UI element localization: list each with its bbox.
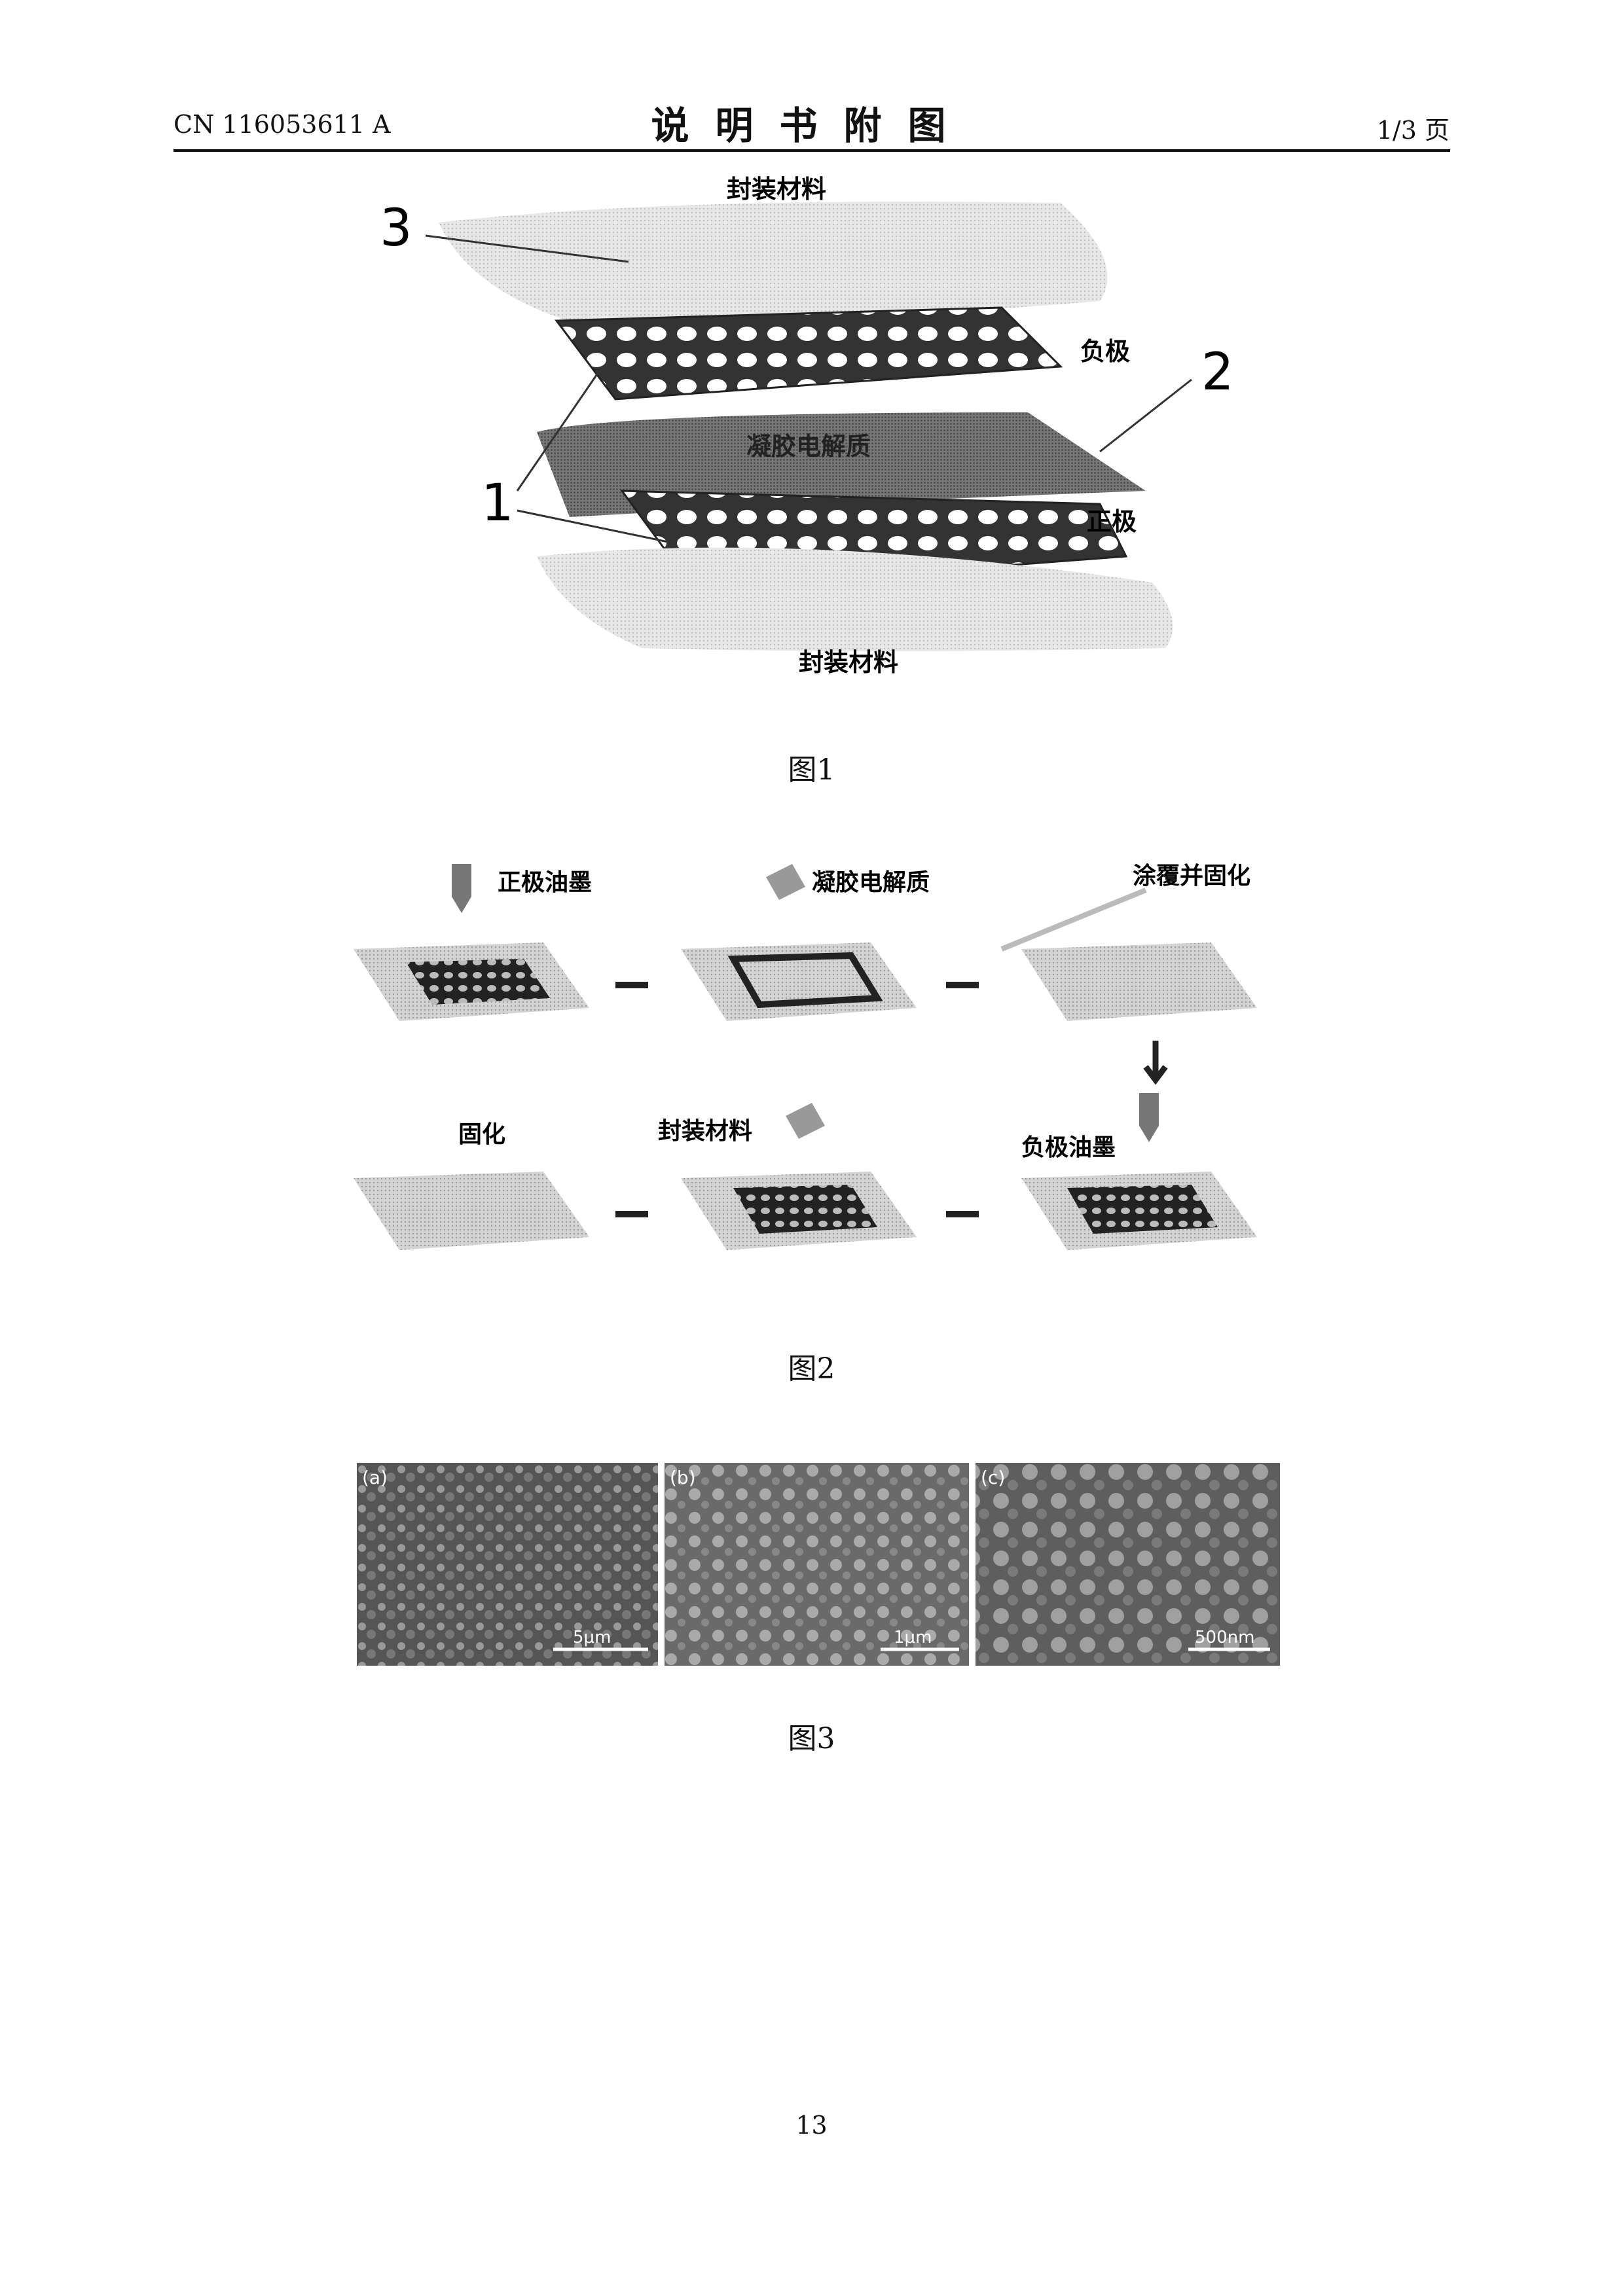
scale-label-a: 5μm — [573, 1628, 611, 1647]
arrow-down-icon — [1143, 1041, 1168, 1085]
panel-tag-a: (a) — [362, 1467, 388, 1488]
syringe-icon-1 — [452, 864, 471, 913]
step-plate-1 — [354, 942, 589, 1021]
step-label-4: 负极油墨 — [1021, 1134, 1116, 1161]
syringe-icon-2 — [1139, 1093, 1159, 1142]
label-negative-electrode: 负极 — [1080, 337, 1130, 366]
pour-cup-icon-2 — [786, 1103, 825, 1139]
bottom-encapsulation-layer — [537, 547, 1173, 651]
leader-line-1a — [516, 366, 604, 492]
page-title: 说明书附图 — [651, 103, 972, 148]
figure3-caption: 图3 — [788, 1722, 835, 1755]
sem-panel-a: (a) 5μm — [357, 1463, 658, 1666]
leader-line-3 — [425, 234, 629, 263]
leader-line-2 — [1099, 378, 1192, 453]
panel-tag-c: (c) — [981, 1467, 1005, 1488]
step-plate-3 — [1021, 942, 1257, 1021]
page-number: 13 — [795, 2111, 828, 2140]
leader-line-1b — [517, 509, 675, 545]
step-plate-5 — [681, 1172, 917, 1250]
label-positive-electrode: 正极 — [1087, 507, 1137, 536]
scale-label-c: 500nm — [1195, 1628, 1254, 1647]
label-top-encapsulation: 封装材料 — [727, 175, 826, 204]
coating-rod-icon — [1000, 888, 1147, 952]
step-label-1: 正极油墨 — [498, 869, 592, 896]
sem-panel-c: (c) 500nm — [976, 1463, 1280, 1666]
number-label-3: 3 — [380, 199, 412, 258]
document-number: CN 116053611 A — [173, 110, 391, 139]
figure1-caption: 图1 — [788, 753, 835, 787]
top-encapsulation-layer — [439, 202, 1108, 327]
step-plate-4 — [1021, 1172, 1257, 1250]
number-label-1: 1 — [481, 474, 514, 533]
figure2-caption: 图2 — [788, 1352, 835, 1386]
figure2-process-diagram: 正极油墨 凝胶电解质 涂覆并固化 负极油墨 封装材料 固化 — [354, 863, 1257, 1250]
label-gel-electrolyte: 凝胶电解质 — [746, 432, 871, 461]
header-rule — [173, 149, 1450, 152]
step-plate-2 — [681, 942, 917, 1021]
gel-electrolyte-layer — [537, 412, 1146, 517]
pour-cup-icon-1 — [766, 864, 805, 900]
step-label-3: 涂覆并固化 — [1133, 863, 1250, 889]
panel-tag-b: (b) — [670, 1467, 696, 1488]
negative-electrode-mesh — [555, 306, 1063, 401]
page-info: 1/3 页 — [1376, 116, 1450, 145]
step-label-5: 封装材料 — [658, 1118, 752, 1145]
scale-label-b: 1μm — [894, 1628, 932, 1647]
step-plate-6 — [354, 1172, 589, 1250]
step-label-6: 固化 — [458, 1121, 505, 1148]
number-label-2: 2 — [1201, 343, 1234, 402]
label-bottom-encapsulation: 封装材料 — [799, 648, 898, 677]
sem-panel-b: (b) 1μm — [665, 1463, 969, 1666]
figure1-layer-diagram: 封装材料 负极 凝胶电解质 正极 封装材料 3 2 1 — [380, 175, 1234, 677]
figure3-sem-images: (a) 5μm (b) 1μm (c) 500nm — [357, 1463, 1280, 1666]
step-label-2: 凝胶电解质 — [812, 869, 930, 896]
